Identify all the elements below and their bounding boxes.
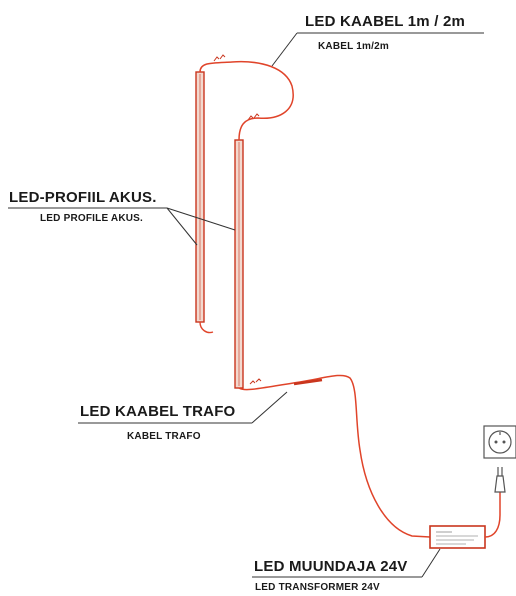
cable-title: LED KAABEL 1m / 2m [305, 13, 466, 30]
mains-cable [484, 492, 501, 538]
trafo-cable-title: LED KAABEL TRAFO [80, 403, 236, 420]
end-cap-wire [199, 321, 214, 334]
trafo-cable-subtitle: KABEL TRAFO [127, 431, 201, 442]
connector-clips [213, 54, 262, 385]
wall-socket-icon [483, 425, 516, 459]
led-cable-trafo [238, 374, 431, 538]
transformer-subtitle: LED TRANSFORMER 24V [255, 582, 380, 593]
cable-joint [293, 378, 323, 386]
power-plug-icon [494, 467, 506, 493]
led-profile-left [195, 71, 205, 323]
led-cable-1m-2m [199, 60, 294, 141]
profile-title: LED-PROFIIL AKUS. [9, 189, 157, 206]
leader-lines [8, 32, 484, 578]
profile-subtitle: LED PROFILE AKUS. [40, 213, 144, 224]
led-profile-right [234, 139, 244, 389]
transformer-box-icon [429, 525, 486, 549]
transformer-title: LED MUUNDAJA 24V [254, 558, 408, 575]
cable-subtitle: KABEL 1m/2m [318, 41, 389, 52]
